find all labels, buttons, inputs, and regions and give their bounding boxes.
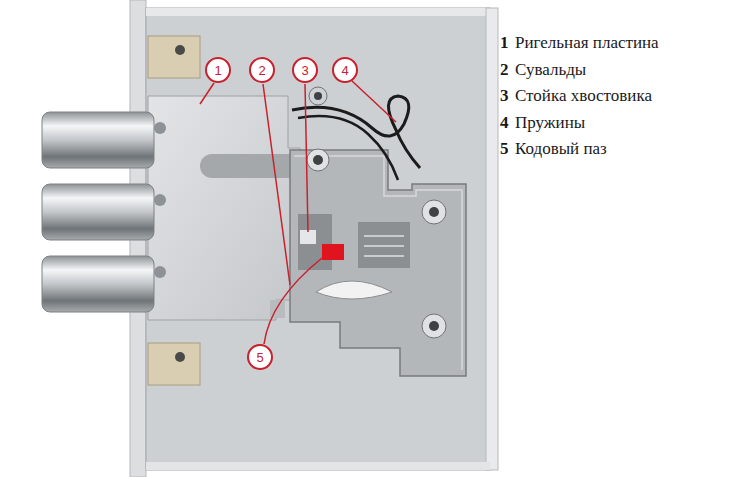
callout-number: 1 bbox=[214, 64, 221, 77]
callout-number: 3 bbox=[301, 64, 308, 77]
callout-number: 2 bbox=[258, 64, 265, 77]
part-name: Стойка хвостовика bbox=[515, 86, 652, 106]
callout-number: 4 bbox=[341, 64, 348, 77]
part-name: Ригельная пластина bbox=[515, 33, 659, 53]
callout-number: 5 bbox=[256, 351, 263, 364]
callout-circle: 1 bbox=[205, 57, 231, 83]
legend-number: 3 bbox=[500, 86, 509, 106]
legend-number: 4 bbox=[500, 113, 509, 133]
part-name: Кодовый паз bbox=[515, 139, 607, 159]
legend-number: 1 bbox=[500, 33, 509, 53]
legend-number: 5 bbox=[500, 139, 509, 159]
legend-number: 2 bbox=[500, 60, 509, 80]
callout-circle: 3 bbox=[292, 57, 318, 83]
part-name: Сувальды bbox=[515, 60, 586, 80]
part-name: Пружины bbox=[515, 113, 585, 133]
callout-circle: 4 bbox=[332, 57, 358, 83]
callout-circle: 2 bbox=[249, 57, 275, 83]
callout-circle: 5 bbox=[247, 344, 273, 370]
